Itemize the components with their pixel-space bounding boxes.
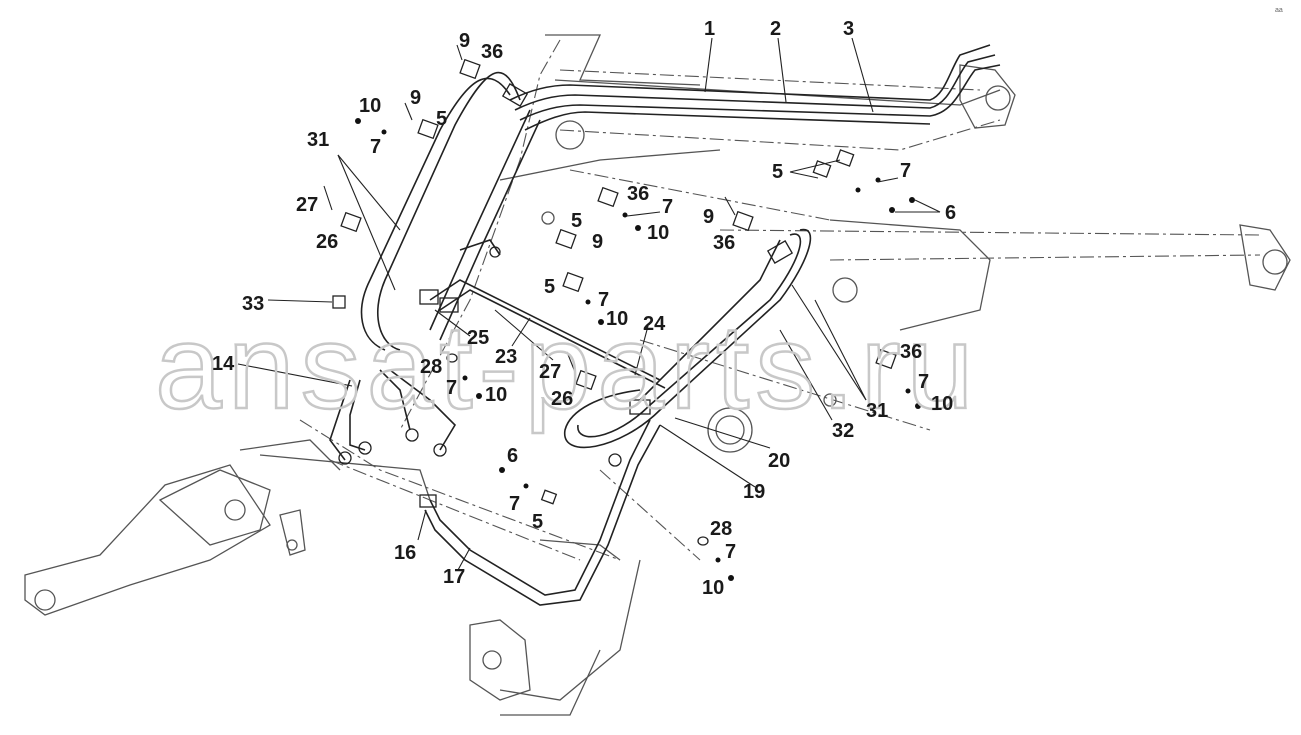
loader-frame <box>24 34 1291 716</box>
leader-lines <box>237 37 941 571</box>
part-label-10: 10 <box>702 577 724 599</box>
part-label-14: 14 <box>212 353 235 375</box>
part-label-7: 7 <box>900 160 911 182</box>
part-label-28: 28 <box>710 518 732 540</box>
hydraulic-hoses <box>329 44 1001 606</box>
part-label-7: 7 <box>509 493 520 515</box>
part-label-19: 19 <box>743 481 765 503</box>
part-label-26: 26 <box>316 231 338 253</box>
part-label-9: 9 <box>410 87 421 109</box>
part-label-2: 2 <box>770 18 781 40</box>
part-label-36: 36 <box>627 183 649 205</box>
part-label-7: 7 <box>370 136 381 158</box>
part-label-10: 10 <box>647 222 669 244</box>
part-label-27: 27 <box>539 361 561 383</box>
part-label-36: 36 <box>900 341 922 363</box>
part-label-20: 20 <box>768 450 790 472</box>
part-label-3: 3 <box>843 18 854 40</box>
part-label-7: 7 <box>725 541 736 563</box>
part-label-16: 16 <box>394 542 416 564</box>
clamps <box>332 58 897 546</box>
part-label-6: 6 <box>507 445 518 467</box>
part-label-27: 27 <box>296 194 318 216</box>
part-labels: 1 2 3 9 36 10 9 5 7 31 5 7 6 27 36 7 5 1… <box>212 18 956 599</box>
part-label-9: 9 <box>592 231 603 253</box>
part-label-10: 10 <box>606 308 628 330</box>
part-label-31: 31 <box>307 129 329 151</box>
fasteners <box>323 44 921 581</box>
part-label-6: 6 <box>945 202 956 224</box>
part-label-10: 10 <box>485 384 507 406</box>
part-label-9: 9 <box>703 206 714 228</box>
part-label-7: 7 <box>446 377 457 399</box>
part-label-10: 10 <box>359 95 381 117</box>
corner-mark: аа <box>1275 7 1283 14</box>
part-label-7: 7 <box>598 289 609 311</box>
part-label-10: 10 <box>931 393 953 415</box>
part-label-33: 33 <box>242 293 264 315</box>
part-label-1: 1 <box>704 18 715 40</box>
part-label-32: 32 <box>832 420 854 442</box>
part-label-36: 36 <box>481 41 503 63</box>
part-label-26: 26 <box>551 388 573 410</box>
part-label-5: 5 <box>544 276 555 298</box>
part-label-36: 36 <box>713 232 735 254</box>
part-label-9: 9 <box>459 30 470 52</box>
watermark: ansat-parts.ru <box>155 300 979 434</box>
part-label-5: 5 <box>571 210 582 232</box>
part-label-28: 28 <box>420 356 442 378</box>
part-label-25: 25 <box>467 327 489 349</box>
part-label-31: 31 <box>866 400 888 422</box>
part-label-5: 5 <box>532 511 543 533</box>
part-label-24: 24 <box>643 313 666 335</box>
part-label-23: 23 <box>495 346 517 368</box>
part-label-17: 17 <box>443 566 465 588</box>
part-label-5: 5 <box>436 108 447 130</box>
part-label-7: 7 <box>918 371 929 393</box>
part-label-7: 7 <box>662 196 673 218</box>
part-label-5: 5 <box>772 161 783 183</box>
